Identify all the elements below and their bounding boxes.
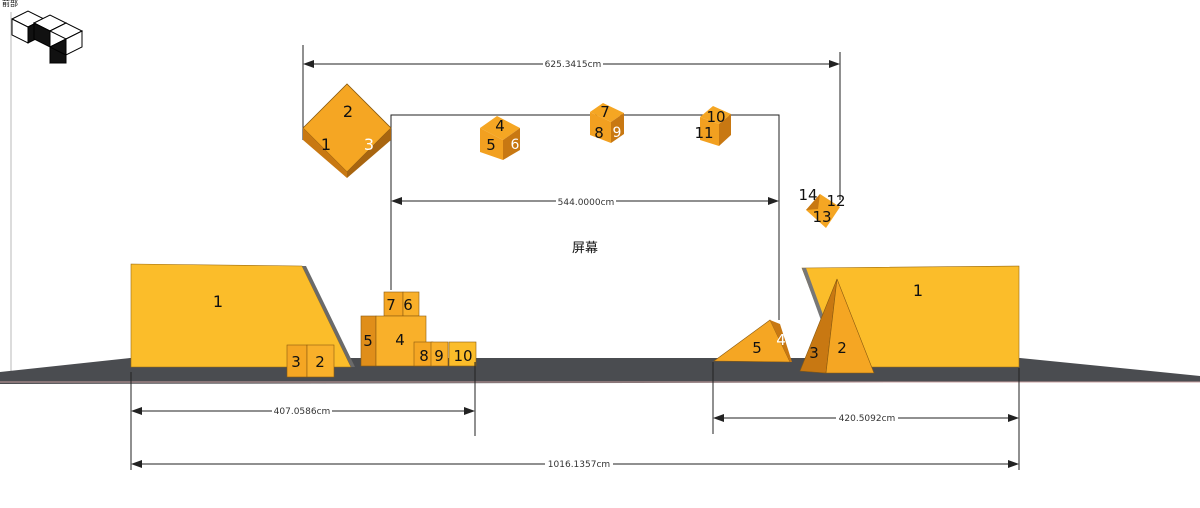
stack-top-left: 7 [386, 296, 396, 314]
floating-cube-14 [806, 194, 840, 228]
row-box-3: 10 [453, 347, 472, 365]
right-group-label: 420.5092cm [839, 414, 896, 424]
left-panel-label: 1 [213, 292, 223, 311]
top-span-label: 625.3415cm [545, 60, 602, 70]
cube-c-top: 7 [600, 103, 610, 121]
floating-cube-7 [590, 103, 624, 143]
row-box-2: 9 [434, 347, 444, 365]
screen-label: 屏幕 [572, 241, 598, 256]
left-group-dimension [130, 362, 476, 470]
stack-front: 4 [395, 331, 405, 349]
cube-c-side: 9 [613, 125, 622, 141]
left-panel [130, 263, 355, 368]
left-group-label: 407.0586cm [274, 407, 331, 417]
stack-top-right: 6 [403, 296, 413, 314]
right-group-dimension [712, 362, 1020, 470]
screen-width-label: 544.0000cm [558, 198, 615, 208]
floating-cube-2 [302, 83, 392, 178]
pyramid-left: 3 [809, 344, 819, 362]
left-box-side: 2 [315, 353, 325, 371]
left-box-front: 3 [291, 353, 301, 371]
cube-e-left: 14 [798, 186, 817, 204]
view-label: 前部 [2, 0, 18, 8]
stack-side: 5 [363, 332, 373, 350]
floating-cube-4 [480, 116, 520, 160]
wedge-front: 5 [752, 339, 762, 357]
cube-a-side: 3 [364, 135, 374, 154]
wedge-side: 4 [776, 331, 786, 349]
cube-e-front: 13 [812, 208, 831, 226]
screen-frame [390, 114, 780, 320]
total-width-label: 1016.1357cm [548, 460, 610, 470]
cube-c-front: 8 [594, 124, 604, 142]
row-box-1: 8 [419, 347, 429, 365]
wedge [713, 319, 792, 363]
view-cube-icon[interactable] [10, 10, 84, 64]
cube-b-top: 4 [495, 117, 505, 135]
right-panel-label: 1 [913, 281, 923, 300]
cube-a-top: 2 [343, 102, 353, 121]
cube-e-right: 12 [826, 192, 845, 210]
box-row [413, 341, 477, 367]
pyramid-right: 2 [837, 339, 847, 357]
cube-d-front: 11 [694, 124, 713, 142]
left-small-box [286, 344, 335, 378]
top-span-dimension [302, 45, 841, 200]
cube-b-front: 5 [486, 136, 496, 154]
pyramid [799, 278, 875, 374]
screen-width-dimension [391, 197, 779, 207]
cube-d-top: 10 [706, 108, 725, 126]
floating-cube-10 [700, 106, 731, 146]
cube-b-side: 6 [511, 137, 520, 153]
cube-a-front: 1 [321, 135, 331, 154]
total-width-dimension [131, 459, 1019, 469]
